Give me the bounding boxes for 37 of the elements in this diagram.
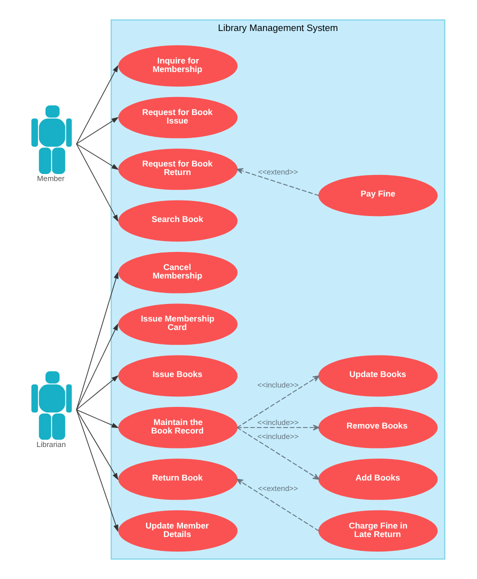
arrow — [236, 168, 319, 196]
node-label: Member — [36, 174, 64, 183]
arrow — [236, 375, 319, 428]
arrow — [76, 409, 118, 532]
node-ellipse: Issue Membership Card — [118, 304, 238, 345]
node-ellipse: Search Book — [118, 200, 238, 242]
arrow — [76, 323, 118, 410]
arrow — [76, 409, 118, 480]
arrow — [76, 64, 118, 144]
arrow — [76, 272, 118, 410]
node-ellipse: Inquire for Membership — [118, 45, 238, 87]
node-label: Librarian — [36, 440, 66, 449]
node-ellipse: Update Member Details — [118, 510, 238, 552]
edge-label: <<include>> — [256, 380, 298, 390]
node-ellipse: Charge Fine in Late Return — [318, 510, 438, 552]
arrow — [76, 144, 118, 170]
edge-label: <<extend>> — [257, 167, 298, 176]
edge-label: <<extend>> — [257, 484, 298, 493]
arrow — [236, 424, 319, 431]
node-ellipse: Cancel Membership — [118, 252, 238, 294]
arrow — [236, 478, 319, 532]
node-ellipse: Request for Book Return — [118, 148, 238, 190]
node-ellipse: Request for Book Issue — [118, 96, 238, 138]
node-ellipse: Return Book — [118, 458, 238, 500]
arrow — [76, 144, 118, 222]
arrow — [76, 375, 118, 410]
node-ellipse: Maintain the Book Record — [118, 406, 238, 448]
node-ellipse: Update Books — [318, 355, 438, 397]
node-ellipse: Add Books — [318, 458, 438, 500]
node-ellipse: Issue Books — [118, 355, 238, 397]
arrow — [76, 116, 118, 144]
edge-label: <<include>> — [256, 418, 298, 428]
node-ellipse: Remove Books — [318, 406, 438, 448]
edge-label: <<include>> — [256, 432, 298, 442]
node-ellipse: Pay Fine — [318, 174, 438, 216]
arrow — [76, 409, 118, 428]
arrow — [236, 427, 319, 480]
